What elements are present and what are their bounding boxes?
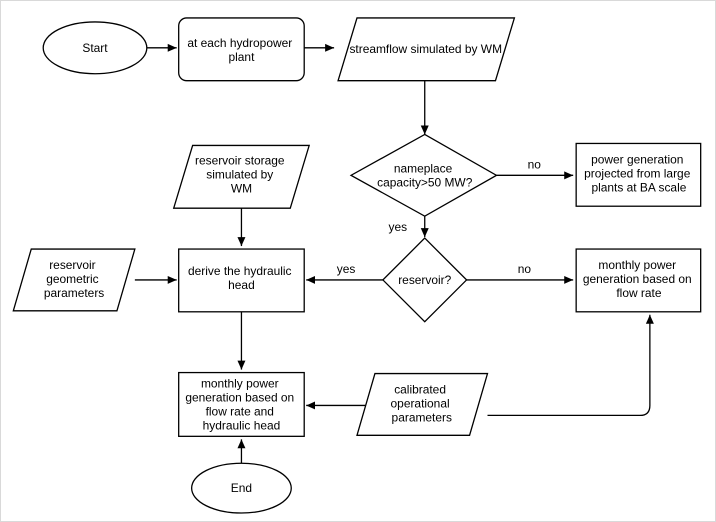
end-terminal: End [190, 462, 292, 514]
geometric-label: reservoir geometric parameters [44, 258, 104, 300]
monthly-flow-label: monthly power generation based on flow r… [583, 258, 695, 300]
edge-label-yes-capacity: yes [389, 220, 408, 234]
edge-calibrated-to-monthly-flow [487, 314, 654, 417]
edge-label-yes-reservoir: yes [337, 262, 356, 276]
projected-process: power generation projected from large pl… [575, 142, 702, 207]
plant-label: at each hydropower plant [187, 36, 295, 64]
hydraulic-process: derive the hydraulic head [178, 248, 305, 313]
projected-label: power generation projected from large pl… [584, 152, 694, 194]
start-label: Start [82, 41, 108, 55]
calibrated-input: calibrated operational parameters [356, 372, 489, 436]
end-label: End [231, 481, 252, 495]
calibrated-label: calibrated operational parameters [391, 382, 453, 424]
reservoir-label: reservoir? [398, 273, 451, 287]
monthly-head-label: monthly power generation based on flow r… [185, 377, 297, 433]
edge-label-no-reservoir: no [518, 262, 532, 276]
edges [134, 43, 654, 464]
storage-input: reservoir storage simulated by WM [172, 144, 311, 209]
nameplace-label: nameplace capacity>50 MW? [377, 161, 473, 189]
plant-process: at each hydropower plant [178, 17, 305, 82]
nameplace-decision: nameplace capacity>50 MW? [349, 133, 498, 217]
monthly-flow-process: monthly power generation based on flow r… [575, 248, 702, 313]
storage-label: reservoir storage simulated by WM [195, 153, 288, 195]
monthly-head-process: monthly power generation based on flow r… [178, 371, 305, 437]
streamflow-input: streamflow simulated by WM [337, 17, 516, 82]
streamflow-label: streamflow simulated by WM [349, 42, 502, 56]
edge-label-no-capacity: no [528, 157, 542, 171]
reservoir-decision: reservoir? [381, 237, 468, 323]
geometric-input: reservoir geometric parameters [12, 248, 136, 312]
start-terminal: Start [42, 21, 148, 75]
hydraulic-label: derive the hydraulic head [188, 264, 295, 292]
